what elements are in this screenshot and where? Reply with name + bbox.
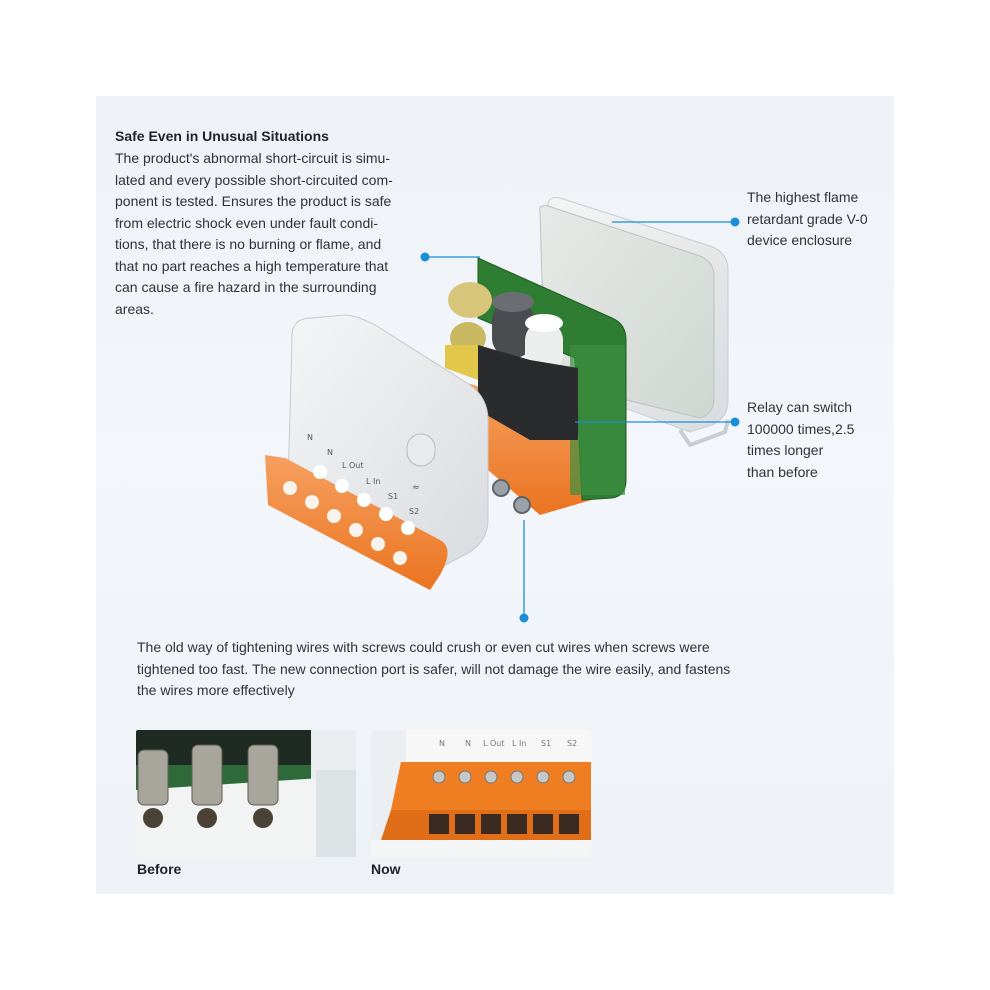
- terminal-label: L In: [512, 739, 526, 748]
- port-line: The old way of tightening wires with scr…: [137, 639, 710, 655]
- before-photo: [136, 730, 356, 857]
- safety-line: The product's abnormal short-circuit is …: [115, 150, 390, 166]
- safety-line: tions, that there is no burning or flame…: [115, 236, 382, 252]
- terminal-label: L Out: [483, 739, 505, 748]
- safety-line: areas.: [115, 300, 154, 317]
- callout-connectors: [420, 217, 740, 623]
- callout-line: than before: [747, 463, 818, 480]
- safety-line: can cause a fire hazard in the surroundi…: [115, 279, 377, 295]
- callout-line: 100000 times,2.5: [747, 420, 855, 437]
- terminal-label: N: [307, 433, 313, 442]
- callout-line: retardant grade V-0: [747, 210, 868, 227]
- safety-line: from electric shock even under fault con…: [115, 214, 379, 231]
- terminal-label: S1: [388, 492, 398, 501]
- terminal-label: L Out: [342, 461, 364, 470]
- safety-heading: Safe Even in Unusual Situations: [115, 128, 329, 144]
- safety-line: that no part reaches a high temperature …: [115, 257, 389, 274]
- enclosure-callout: The highest flame retardant grade V-0 de…: [747, 187, 887, 252]
- terminal-label: N: [439, 739, 445, 748]
- safety-description: The product's abnormal short-circuit is …: [115, 148, 425, 320]
- before-caption: Before: [137, 861, 182, 877]
- terminal-label: N: [465, 739, 471, 748]
- terminal-label: S2: [567, 739, 577, 748]
- callout-line: Relay can switch: [747, 399, 853, 415]
- safety-line: lated and every possible short-circuited…: [115, 171, 393, 188]
- port-line: the wires more effectively: [137, 682, 295, 698]
- pcb-board: [445, 257, 627, 501]
- now-caption: Now: [371, 861, 401, 877]
- port-line: tightened too fast. The new connection p…: [137, 660, 731, 677]
- callout-line: device enclosure: [747, 232, 853, 248]
- relay-callout: Relay can switch 100000 times,2.5 times …: [747, 397, 877, 483]
- terminal-label: N: [327, 448, 333, 457]
- callout-line: times longer: [747, 442, 824, 458]
- port-description: The old way of tightening wires with scr…: [137, 637, 797, 702]
- wifi-mark: ≈: [412, 483, 420, 493]
- safety-line: ponent is tested. Ensures the product is…: [115, 193, 392, 209]
- terminal-label: L In: [366, 477, 380, 486]
- front-orange-port-strip: [265, 455, 448, 590]
- callout-line: The highest flame: [747, 189, 859, 205]
- front-terminal-labels: N N L Out L In S1 S2: [307, 433, 419, 516]
- terminal-label: S1: [541, 739, 551, 748]
- now-photo: N N L Out L In S1 S2: [371, 730, 591, 857]
- terminal-label: S2: [409, 507, 419, 516]
